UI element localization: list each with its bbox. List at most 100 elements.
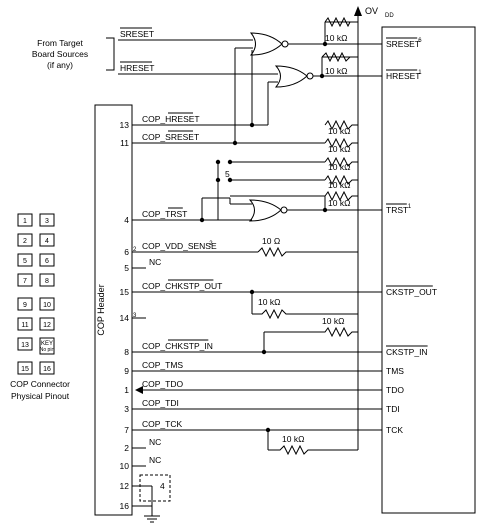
pinout-cell-label-5-1: 12 (43, 322, 51, 329)
pinout-cell-label-3-0: 7 (23, 278, 27, 285)
resistor-10-value: 10 kΩ (322, 316, 344, 326)
pinout-cell-7-0 (17, 361, 33, 375)
pinout-cell-6-1 (39, 337, 55, 355)
pin-signal-13: NC (149, 455, 161, 465)
resistor-8-value: 10 Ω (262, 236, 280, 246)
pin-signal-10: COP_TDI (142, 398, 179, 408)
resistor-1-value: 10 kΩ (325, 33, 347, 43)
note-5: 5 (225, 169, 230, 179)
pinout-cell-6-0 (17, 337, 33, 351)
pin-number-2: 4 (124, 215, 129, 225)
pin-number-1: 11 (120, 138, 129, 148)
pinout-cell-label-1-1: 4 (45, 238, 49, 245)
pin-signal-0: COP_HRESET (142, 114, 200, 124)
resistor-9-value: 10 kΩ (258, 297, 280, 307)
pin-signal-7: COP_CHKSTP_IN (142, 341, 213, 351)
resistor-3-value: 10 kΩ (328, 126, 350, 136)
board-hreset-label: HRESET (120, 63, 154, 73)
resistor-4 (324, 137, 358, 149)
pinout-cell-label-0-0: 1 (23, 218, 27, 225)
pinout-cell-1-0 (17, 233, 33, 247)
resistor-3 (324, 119, 358, 131)
pin-number-15: 16 (120, 501, 130, 511)
pinout-cell-label-1-0: 2 (23, 238, 27, 245)
pin-number-3: 6 (124, 247, 129, 257)
resistor-2-value: 10 kΩ (325, 66, 347, 76)
resistor-2 (319, 51, 358, 79)
pin-signal-3: COP_VDD_SENSE (142, 241, 217, 251)
processor-pin-0: SRESET (386, 39, 420, 49)
ovdd-subscript: DD (385, 13, 394, 19)
processor-pin-2: TRST (386, 205, 408, 215)
pinout-cell-3-0 (17, 273, 33, 287)
hreset-gate (274, 65, 308, 88)
pin-signal-9: COP_TDO (142, 379, 183, 389)
processor-pin-4: CKSTP_IN (386, 347, 428, 357)
resistor-4-value: 10 kΩ (328, 144, 350, 154)
pinout-cell-2-0 (17, 253, 33, 267)
cop-header-box (94, 104, 133, 516)
pinout-cell-4-1 (39, 297, 55, 311)
resistor-1 (322, 16, 358, 47)
pin12-jumper-box (139, 474, 171, 502)
resistor-7-value: 10 kΩ (328, 198, 350, 208)
pin-number-0: 13 (120, 120, 130, 130)
resistor-5-value: 10 kΩ (328, 162, 350, 172)
pin-signals: COP_HRESETCOP_SRESETCOP_TRSTCOP_VDD_SENS… (142, 112, 222, 465)
target-sources-line2: Board Sources (32, 49, 88, 59)
pin-number-4: 5 (124, 263, 129, 273)
processor-pin-3: CKSTP_OUT (386, 287, 437, 297)
pinout-cell-label-4-0: 9 (23, 302, 27, 309)
resistor-6 (230, 174, 358, 186)
pin-number-10: 3 (124, 404, 129, 414)
pin-number-5: 15 (120, 287, 130, 297)
pin-sup-6: 3 (133, 313, 137, 319)
pinout-cell-label-4-1: 10 (43, 302, 51, 309)
hreset-gate-bubble (306, 72, 314, 80)
trst-gate-bubble (280, 206, 288, 214)
pin-sup-3: 2 (133, 247, 137, 253)
target-sources-bracket (106, 37, 115, 71)
processor-pin-7: TDI (386, 404, 400, 414)
processor-pin-5: TMS (386, 366, 404, 376)
board-sreset-label: SRESET (120, 29, 154, 39)
processor-pin-sup-1: 1 (418, 70, 422, 76)
pin-number-8: 9 (124, 366, 129, 376)
pinout-cell-label-5-0: 11 (21, 322, 28, 329)
pin-signal-sup-3: 2 (209, 241, 213, 247)
pin-number-14: 12 (120, 481, 130, 491)
pinout-cell-label-7-1: 16 (43, 366, 51, 373)
trst-gate (248, 199, 282, 222)
pinout-caption-1: COP Connector (10, 379, 70, 389)
pinout-cell-label-2-0: 5 (23, 258, 27, 265)
pinout-cell-label-7-0: 15 (21, 366, 29, 373)
pinout-key-nopin: No pin (40, 347, 55, 353)
pinout-cell-0-0 (17, 213, 33, 227)
pinout-cell-2-1 (39, 253, 55, 267)
sreset-gate-bubble (281, 40, 289, 48)
pin-number-12: 2 (124, 443, 129, 453)
resistor-10 (264, 326, 358, 338)
note-4: 4 (160, 481, 165, 491)
pinout-cell-3-1 (39, 273, 55, 287)
pinout-cell-1-1 (39, 233, 55, 247)
processor-box (381, 26, 476, 514)
pin-signal-12: NC (149, 437, 161, 447)
pinout-cell-4-0 (17, 297, 33, 311)
pin-number-9: 1 (124, 385, 129, 395)
pin-signal-11: COP_TCK (142, 419, 182, 429)
pin-signal-1: COP_SRESET (142, 132, 199, 142)
pinout-cell-label-0-1: 3 (45, 218, 49, 225)
pinout-cell-5-0 (17, 317, 33, 331)
pin-number-11: 7 (124, 425, 129, 435)
target-sources-line1: From Target (37, 38, 83, 48)
resistor-8 (257, 246, 358, 258)
pinout-cell-label-3-1: 8 (45, 278, 49, 285)
ovdd-label: OV (365, 6, 378, 16)
pinout-cell-7-1 (39, 361, 55, 375)
